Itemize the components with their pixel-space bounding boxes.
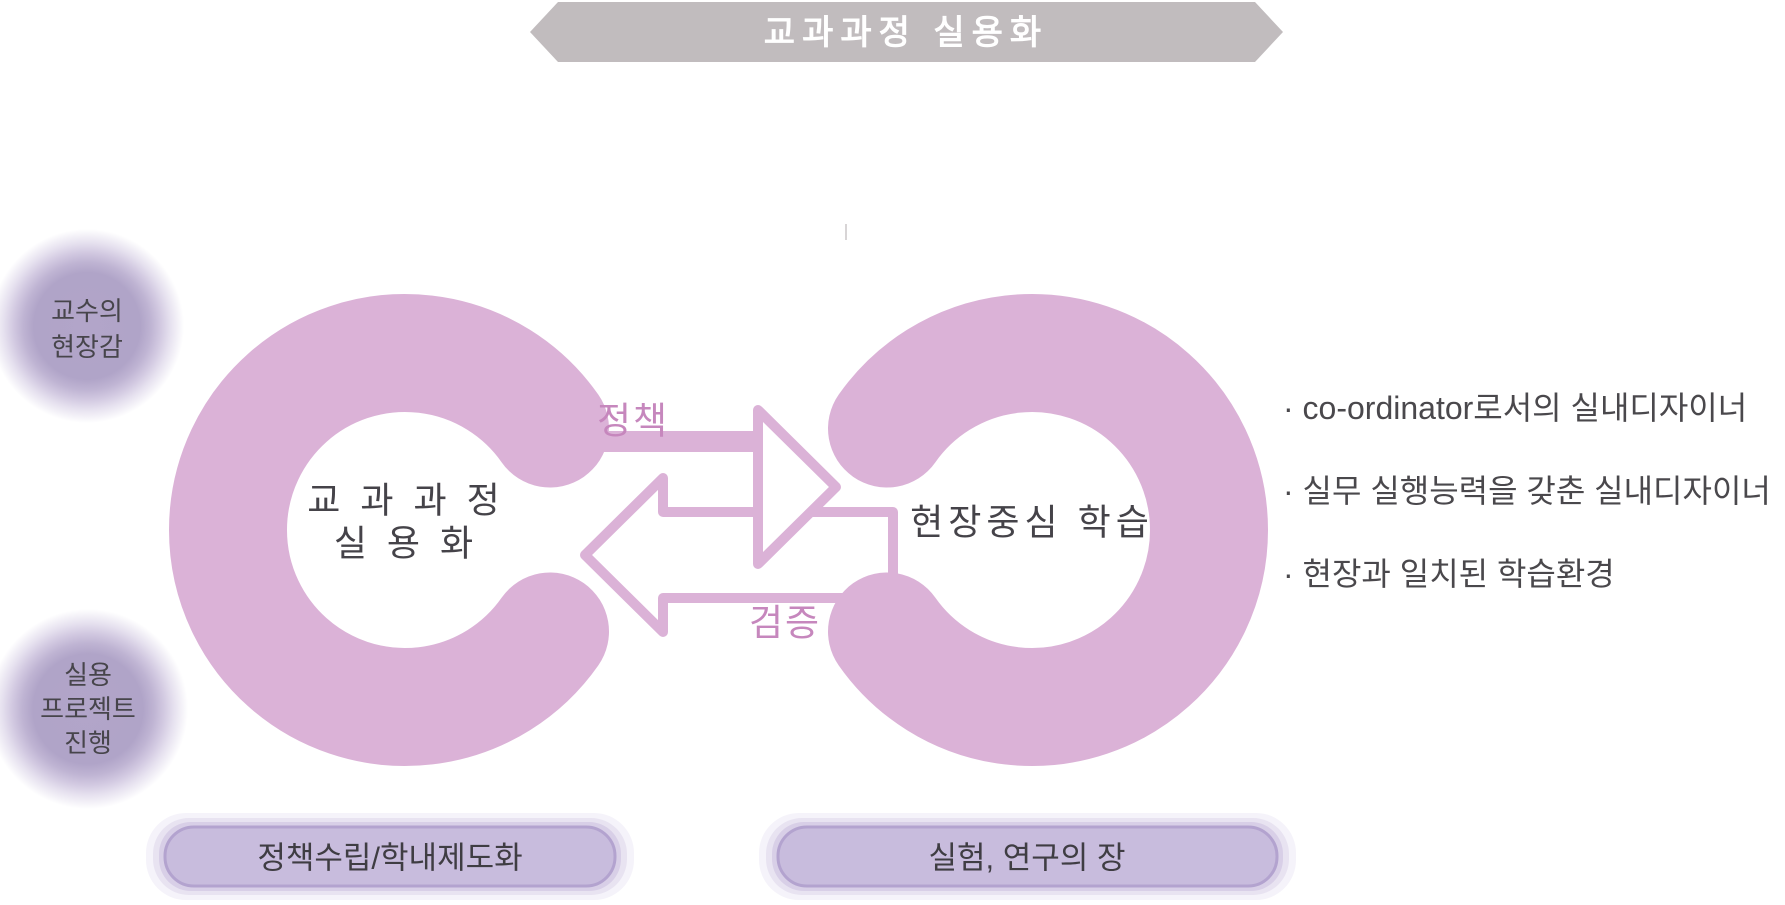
pill-label: 실험, 연구의 장 (929, 841, 1126, 876)
arrow-left-verification (580, 473, 898, 637)
arrow-right-policy-head (753, 405, 841, 569)
bullet-item: · 실무 실행능력을 갖춘 실내디자이너 (1283, 473, 1771, 509)
right-ring-label: 현장중심 학습 (910, 502, 1154, 543)
left-ring-label-line1: 교 과 과 정 (307, 480, 505, 521)
arrow-label-verification: 검증 (749, 603, 821, 644)
badge-line: 현장감 (51, 332, 123, 362)
badge-circle (0, 609, 188, 809)
badge-line: 교수의 (51, 296, 123, 326)
artifact-tick (845, 224, 847, 240)
title-banner-shape (530, 2, 1283, 62)
left-ring-label-line2: 실 용 화 (334, 523, 478, 564)
arrow-label-policy: 정책 (597, 401, 669, 442)
left-ring (169, 294, 609, 766)
title-banner: 교과과정 실용화 (530, 2, 1283, 62)
bullet-list: · co-ordinator로서의 실내디자이너 · 실무 실행능력을 갖춘 실… (1283, 390, 1771, 592)
right-ring (828, 294, 1268, 766)
pill-label: 정책수립/학내제도화 (257, 841, 522, 876)
pill-body (163, 825, 617, 888)
left-ring-label: 교 과 과 정 실 용 화 (307, 480, 505, 564)
bullet-item: · co-ordinator로서의 실내디자이너 (1283, 390, 1747, 426)
pill-body (776, 825, 1279, 888)
badge-professor-field-sense: 교수의 현장감 (0, 229, 184, 423)
bullet-item: · 현장과 일치된 학습환경 (1283, 556, 1615, 592)
badge-line: 실용 (64, 660, 112, 690)
badge-line: 진행 (64, 728, 112, 758)
badge-practical-project: 실용 프로젝트 진행 (0, 609, 188, 809)
pill-experiment-research: 실험, 연구의 장 (759, 813, 1296, 900)
arrow-right-policy-shaft (505, 431, 758, 452)
pill-policy-institutionalization: 정책수립/학내제도화 (146, 813, 634, 900)
title-banner-label: 교과과정 실용화 (764, 14, 1048, 52)
badge-line: 프로젝트 (40, 694, 136, 724)
badge-circle (0, 229, 184, 423)
